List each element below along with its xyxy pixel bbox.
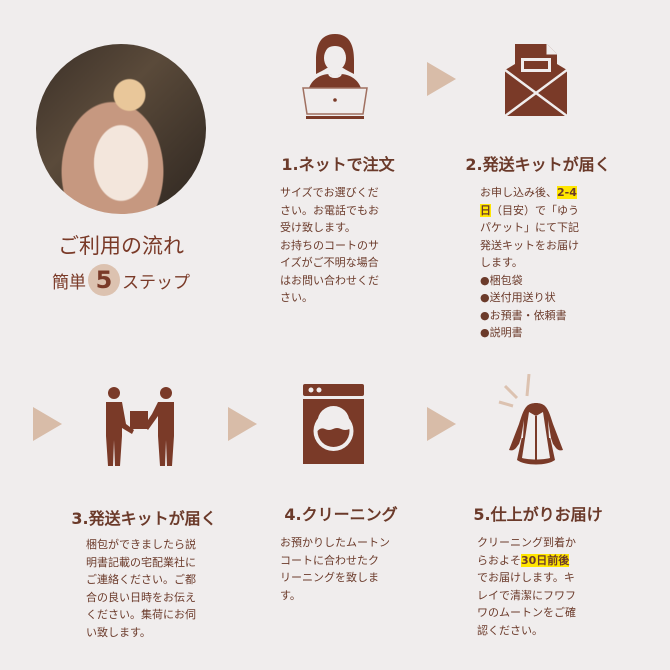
text-line: レイで清潔にフワフ	[477, 588, 576, 602]
page-title: ご利用の流れ	[58, 234, 184, 258]
text-segment: （目安）で「ゆう	[491, 203, 579, 217]
kit-item: ●説明書	[480, 326, 523, 339]
step-5-description: クリーニング到着か らおよそ30日前後 でお届けします。キ レイで清潔にフワフ …	[477, 534, 602, 639]
text-line: リーニングを致しま	[280, 571, 379, 584]
arrow-icon	[33, 407, 62, 441]
text-line: サイズでお選びくだ	[280, 186, 379, 199]
arrow-icon	[427, 407, 456, 441]
arrow-icon	[427, 62, 456, 96]
text-line: します。	[480, 256, 523, 269]
text-line: 受け致します。	[280, 221, 356, 234]
step-3-title: 3.発送キットが届く	[71, 509, 217, 528]
kit-item: ●送付用送り状	[480, 291, 556, 304]
kit-item: ●お預書・依頼書	[480, 308, 567, 322]
text-line: 発送キットをお届け	[480, 238, 579, 252]
text-line: 明書記載の宅配業社に	[86, 555, 196, 569]
step-1-title: 1.ネットで注文	[281, 155, 395, 174]
envelope-icon	[505, 44, 567, 116]
text-line: 合の良い日時をお伝え	[86, 590, 196, 604]
arrow-icon	[228, 407, 257, 441]
highlight-days: 2-4	[557, 186, 577, 199]
highlight-delivery-days: 30日前後	[521, 553, 570, 567]
text-line: さい。	[280, 291, 313, 304]
text-line: ください。集荷にお伺	[86, 608, 196, 621]
highlight-days: 日	[480, 203, 491, 217]
text-line: お申し込み後、2-4	[480, 184, 600, 202]
text-line: クリーニング到着か	[477, 536, 576, 549]
step-4-description: お預かりしたムートン コートに合わせたク リーニングを致しま す。	[280, 534, 405, 604]
step-2-description: お申し込み後、2-4 日（目安）で「ゆう パケット」にて下記 発送キットをお届け…	[480, 184, 600, 342]
step-1-description: サイズでお選びくだ さい。お電話でもお 受け致します。 お持ちのコートのサ イズ…	[280, 184, 400, 307]
woman-laptop-icon	[300, 30, 370, 122]
text-line: さい。お電話でもお	[280, 203, 379, 217]
step-5-title: 5.仕上がりお届け	[473, 505, 603, 524]
step-2-title: 2.発送キットが届く	[465, 155, 611, 174]
text-line: ワのムートンをご確	[477, 606, 576, 619]
text-line: らおよそ30日前後	[477, 552, 602, 570]
text-line: す。	[280, 588, 301, 602]
step-3-description: 梱包ができましたら説 明書記載の宅配業社に ご連絡ください。ご都 合の良い日時を…	[86, 536, 216, 641]
text-line: パケット」にて下記	[480, 221, 579, 234]
subtitle-suffix: ステップ	[122, 272, 190, 293]
text-line: 日（目安）で「ゆう	[480, 202, 600, 220]
text-line: い致します。	[86, 625, 151, 639]
text-line: ご連絡ください。ご都	[86, 573, 196, 586]
text-line: お預かりしたムートン	[280, 536, 390, 549]
text-line: 認ください。	[477, 623, 543, 637]
text-segment: お申し込み後、	[480, 186, 557, 199]
washing-machine-icon	[303, 384, 364, 464]
model-photo	[36, 44, 206, 214]
subtitle-prefix: 簡単	[52, 272, 86, 293]
text-line: イズがご不明な場合	[280, 256, 379, 269]
text-line: お持ちのコートのサ	[280, 238, 379, 252]
text-line: コートに合わせたク	[280, 553, 379, 567]
handover-package-icon	[104, 386, 176, 468]
step-count-badge: 5	[88, 264, 120, 296]
text-line: でお届けします。キ	[477, 571, 575, 584]
kit-item: ●梱包袋	[480, 273, 523, 287]
intro-subtitle: 簡単 5 ステップ	[0, 264, 242, 296]
fur-coat-icon	[497, 374, 569, 470]
text-line: はお問い合わせくだ	[280, 273, 379, 287]
text-line: 梱包ができましたら説	[86, 538, 196, 551]
step-4-title: 4.クリーニング	[284, 505, 398, 524]
text-segment: らおよそ	[477, 553, 521, 567]
